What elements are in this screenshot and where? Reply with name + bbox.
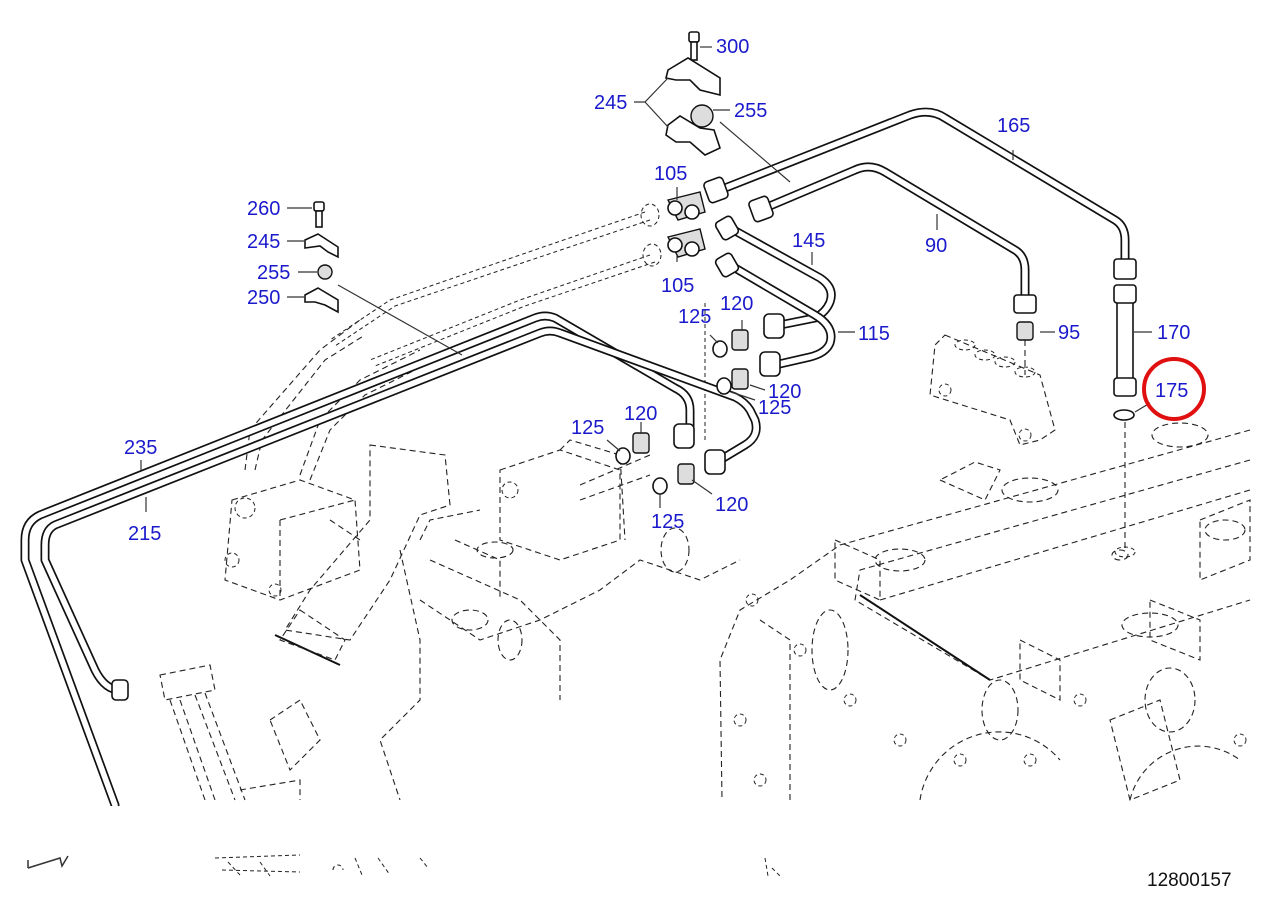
callout-300[interactable]: 300 [716, 36, 749, 58]
callout-125-c[interactable]: 125 [571, 417, 604, 439]
callout-170[interactable]: 170 [1157, 322, 1190, 344]
callout-235[interactable]: 235 [124, 437, 157, 459]
clamp-set-left [304, 201, 339, 314]
highlight-circle-175 [1142, 357, 1206, 421]
callout-labels: 300 245 255 260 245 255 250 105 105 165 … [124, 36, 1190, 545]
truncated-fragments [27, 854, 783, 879]
drawing-number: 12800157 [1147, 870, 1232, 891]
cylinder-bottom-left [159, 664, 321, 801]
callout-120-a[interactable]: 120 [720, 293, 753, 315]
callout-90[interactable]: 90 [925, 235, 947, 257]
callout-120-d[interactable]: 120 [715, 494, 748, 516]
callout-115[interactable]: 115 [858, 323, 890, 345]
callout-95[interactable]: 95 [1058, 322, 1080, 344]
callout-215[interactable]: 215 [128, 523, 161, 545]
engine-block-outline [719, 422, 1251, 801]
callout-125-b[interactable]: 125 [758, 397, 791, 419]
callout-245-top[interactable]: 245 [594, 92, 627, 114]
callout-105-top[interactable]: 105 [654, 163, 687, 185]
phantom-pipes [329, 203, 1136, 558]
callout-250[interactable]: 250 [247, 287, 280, 309]
cutoff-band [0, 806, 1265, 856]
pipes [20, 107, 1134, 810]
callout-260[interactable]: 260 [247, 198, 280, 220]
callout-120-c[interactable]: 120 [624, 403, 657, 425]
callout-175[interactable]: 175 [1155, 380, 1188, 402]
callout-145[interactable]: 145 [792, 230, 825, 252]
callout-255-top[interactable]: 255 [734, 100, 767, 122]
callout-125-a[interactable]: 125 [678, 306, 711, 328]
callout-120-b[interactable]: 120 [768, 381, 801, 403]
pump-housing-left [224, 319, 741, 801]
leader-lines [140, 46, 1152, 512]
pump-housing-center [419, 439, 626, 600]
mounting-bracket [929, 334, 1056, 446]
callout-105-bottom[interactable]: 105 [661, 275, 694, 297]
clamp-set-top [665, 31, 721, 156]
callout-125-d[interactable]: 125 [651, 511, 684, 533]
callout-245-left[interactable]: 245 [247, 231, 280, 253]
callout-165[interactable]: 165 [997, 115, 1030, 137]
callout-255-left[interactable]: 255 [257, 262, 290, 284]
